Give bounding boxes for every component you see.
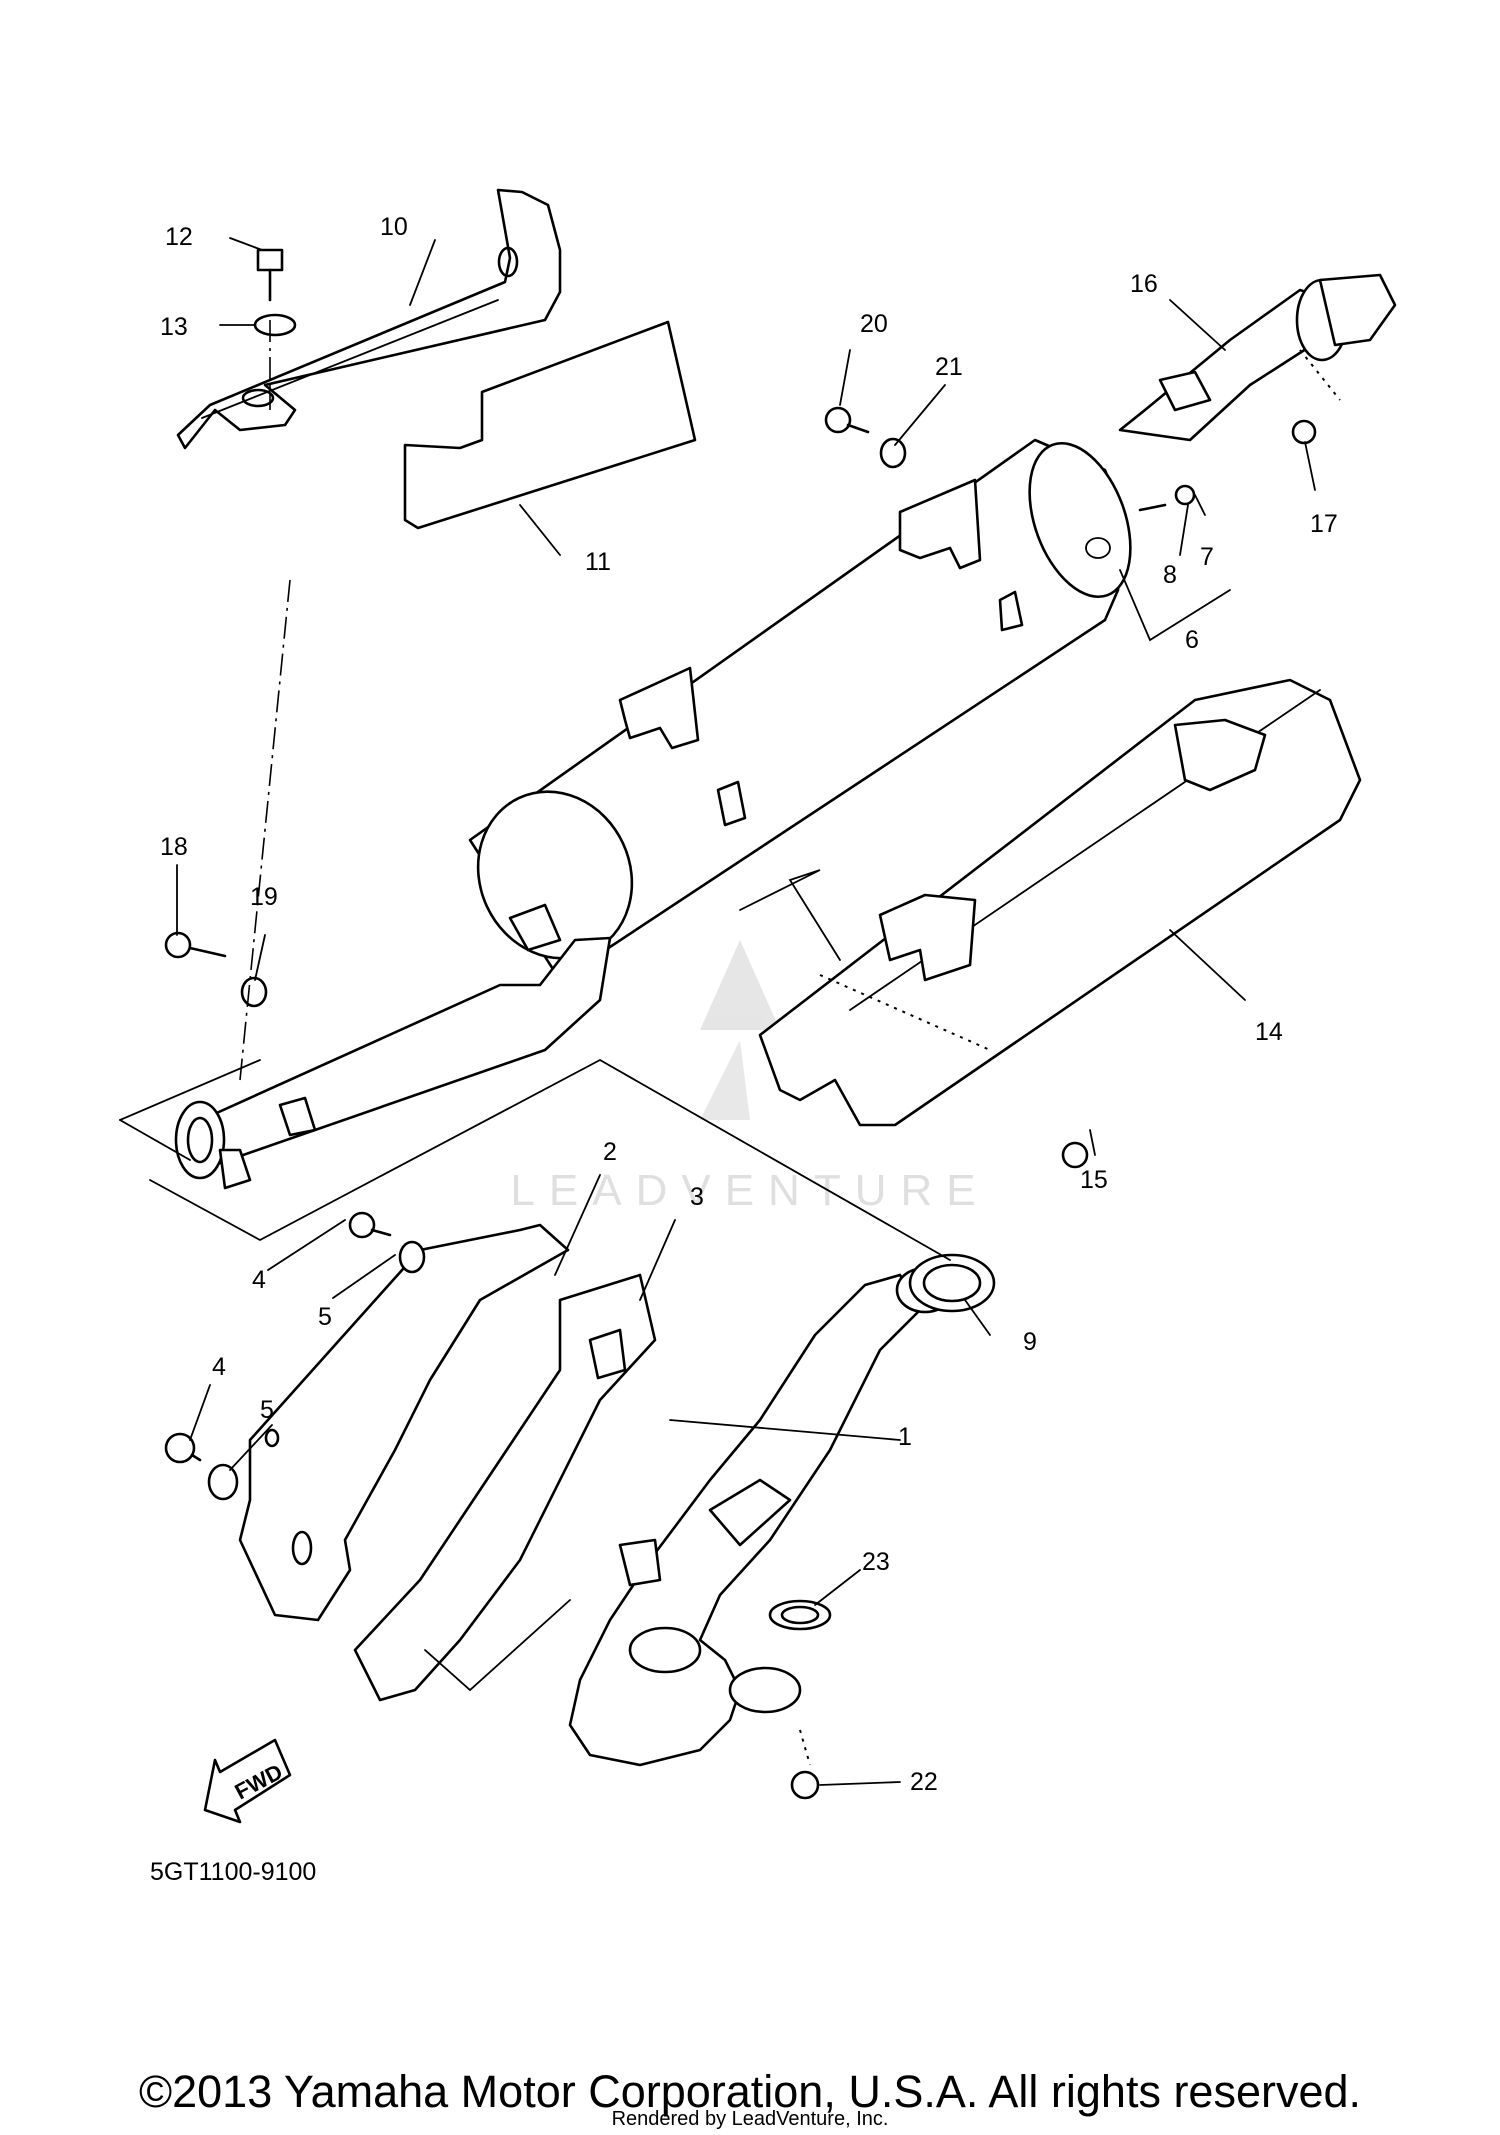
fwd-arrow: FWD	[203, 1738, 292, 1824]
part-16-tail-pipe[interactable]	[1118, 273, 1397, 442]
callout-17: 17	[1310, 510, 1338, 538]
callout-16: 16	[1130, 270, 1158, 298]
callout-18: 18	[160, 833, 188, 861]
callout-23: 23	[862, 1548, 890, 1576]
part-3-cover[interactable]	[353, 1273, 657, 1702]
part-10-bracket[interactable]	[176, 188, 562, 450]
callout-2: 2	[603, 1138, 617, 1166]
rendered-by-credit: Rendered by LeadVenture, Inc.	[611, 2108, 889, 2130]
fasteners[interactable]	[164, 248, 1317, 1800]
callout-4-top: 4	[252, 1266, 266, 1294]
callout-6: 6	[1185, 626, 1199, 654]
callout-1: 1	[898, 1423, 912, 1451]
callout-7: 7	[1200, 543, 1214, 571]
callout-22: 22	[910, 1768, 938, 1796]
watermark: LEADVENTURE	[510, 940, 989, 1215]
watermark-text: LEADVENTURE	[510, 1166, 989, 1215]
reference-lines	[119, 320, 1341, 1766]
callout-15: 15	[1080, 1166, 1108, 1194]
callout-8: 8	[1163, 561, 1177, 589]
copyright-notice: ©2013 Yamaha Motor Corporation, U.S.A. A…	[138, 2066, 1362, 2117]
part-11-heat-plate[interactable]	[403, 320, 697, 530]
callout-5-top: 5	[318, 1303, 332, 1331]
callout-9: 9	[1023, 1328, 1037, 1356]
drawing-number: 5GT1100-9100	[150, 1858, 316, 1886]
callout-19: 19	[250, 883, 278, 911]
callout-4-bottom: 4	[212, 1353, 226, 1381]
muffler-inlet-pipe[interactable]	[174, 903, 612, 1190]
part-9-gasket[interactable]	[908, 1253, 996, 1313]
part-14-heat-protector[interactable]	[758, 678, 1362, 1127]
callout-10: 10	[380, 213, 408, 241]
callout-3: 3	[690, 1183, 704, 1211]
callout-13: 13	[160, 313, 188, 341]
callout-20: 20	[860, 310, 888, 338]
callout-5-bottom: 5	[260, 1396, 274, 1424]
part-23-gasket[interactable]	[768, 1599, 832, 1631]
callout-labels: 1 2 3 4 5 4 5 6 7 8 9 10 11 12 13 14 15 …	[160, 213, 1338, 1796]
callout-21: 21	[935, 353, 963, 381]
callout-14: 14	[1255, 1018, 1283, 1046]
part-2-cover[interactable]	[238, 1223, 570, 1622]
callout-12: 12	[165, 223, 193, 251]
leader-lines	[176, 237, 1316, 1786]
callout-11: 11	[585, 548, 611, 576]
